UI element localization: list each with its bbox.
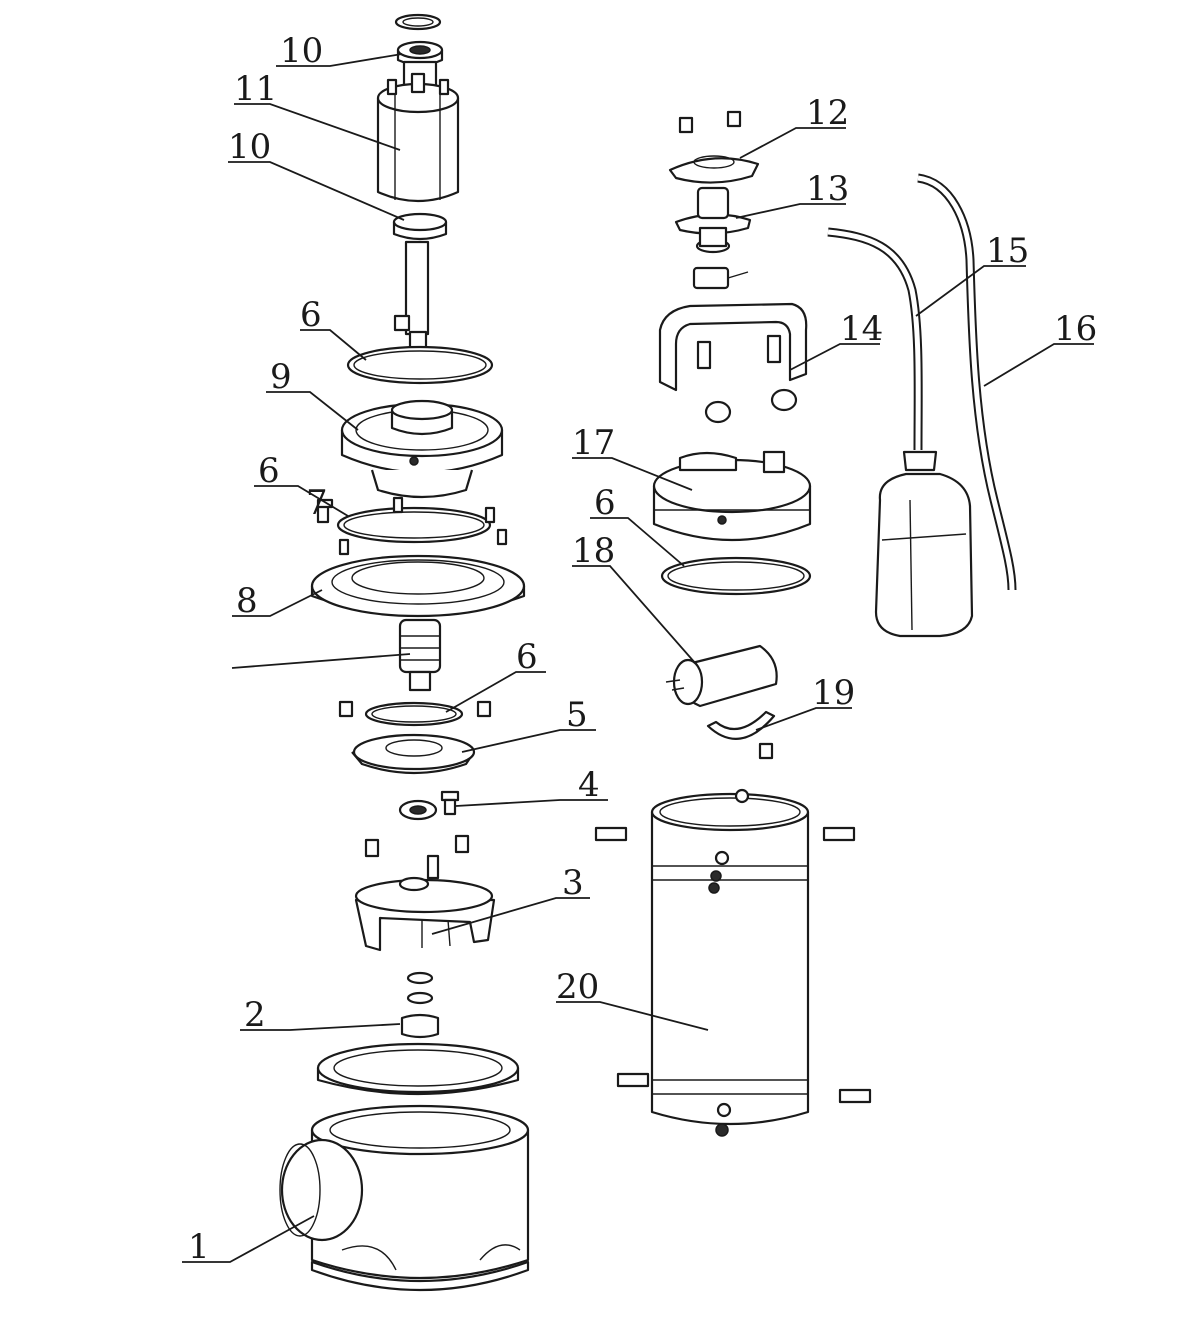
leader-lines (182, 53, 1094, 1263)
callout-5: 5 (566, 695, 588, 735)
motor-cover (652, 450, 812, 542)
power-cable (917, 173, 1017, 591)
small-bearing (398, 790, 460, 821)
upper-bearing (396, 40, 444, 88)
callout-19: 19 (812, 673, 855, 713)
terminal-block (692, 266, 749, 290)
base-flange (316, 1042, 520, 1096)
callout-labels: 10 11 10 6 9 6 7 8 6 5 4 3 2 1 12 13 15 … (188, 31, 1097, 1267)
callout-15: 15 (986, 231, 1029, 271)
upper-housing (340, 399, 504, 499)
lower-bearing (392, 212, 448, 241)
callout-17: 17 (572, 423, 615, 463)
impeller-screws (364, 834, 470, 880)
callout-4: 4 (578, 765, 600, 805)
bearing-housing (351, 733, 476, 775)
impeller (354, 876, 496, 952)
callout-6-right: 6 (594, 483, 616, 523)
callout-3: 3 (562, 863, 584, 903)
callout-16: 16 (1054, 309, 1097, 349)
o-ring-b (336, 506, 492, 544)
capacitor (665, 644, 778, 708)
callout-6-upper: 6 (300, 295, 322, 335)
handle-bracket (658, 302, 808, 424)
callout-6-lower: 6 (516, 637, 538, 677)
stator-housing (594, 788, 872, 1137)
callout-7: 7 (306, 483, 328, 523)
callout-2: 2 (244, 995, 266, 1035)
cable-gland-cover (668, 110, 760, 184)
pump-casing (279, 1104, 530, 1292)
callout-11: 11 (234, 69, 277, 109)
o-ring-d (660, 556, 812, 596)
callout-10-upper: 10 (280, 31, 323, 71)
callout-9: 9 (270, 357, 292, 397)
cable-gland (674, 186, 752, 254)
motor-rotor (376, 72, 460, 203)
callout-20: 20 (556, 967, 599, 1007)
capacitor-clamp (706, 710, 776, 760)
o-ring-a (346, 345, 494, 385)
callout-6-mid: 6 (258, 451, 280, 491)
o-ring-c (338, 700, 492, 727)
callout-1: 1 (188, 1227, 210, 1267)
callout-10-lower: 10 (228, 127, 271, 167)
top-o-ring (394, 13, 442, 31)
callout-8: 8 (236, 581, 258, 621)
mechanical-seal (398, 618, 442, 692)
washers-nut (400, 971, 440, 1039)
callout-12: 12 (806, 93, 849, 133)
callout-14: 14 (840, 309, 883, 349)
float-switch (827, 227, 974, 638)
callout-18: 18 (572, 531, 615, 571)
shaft (393, 240, 430, 350)
callout-13: 13 (806, 169, 849, 209)
screws-7 (316, 496, 508, 556)
seal-plate (310, 554, 526, 618)
